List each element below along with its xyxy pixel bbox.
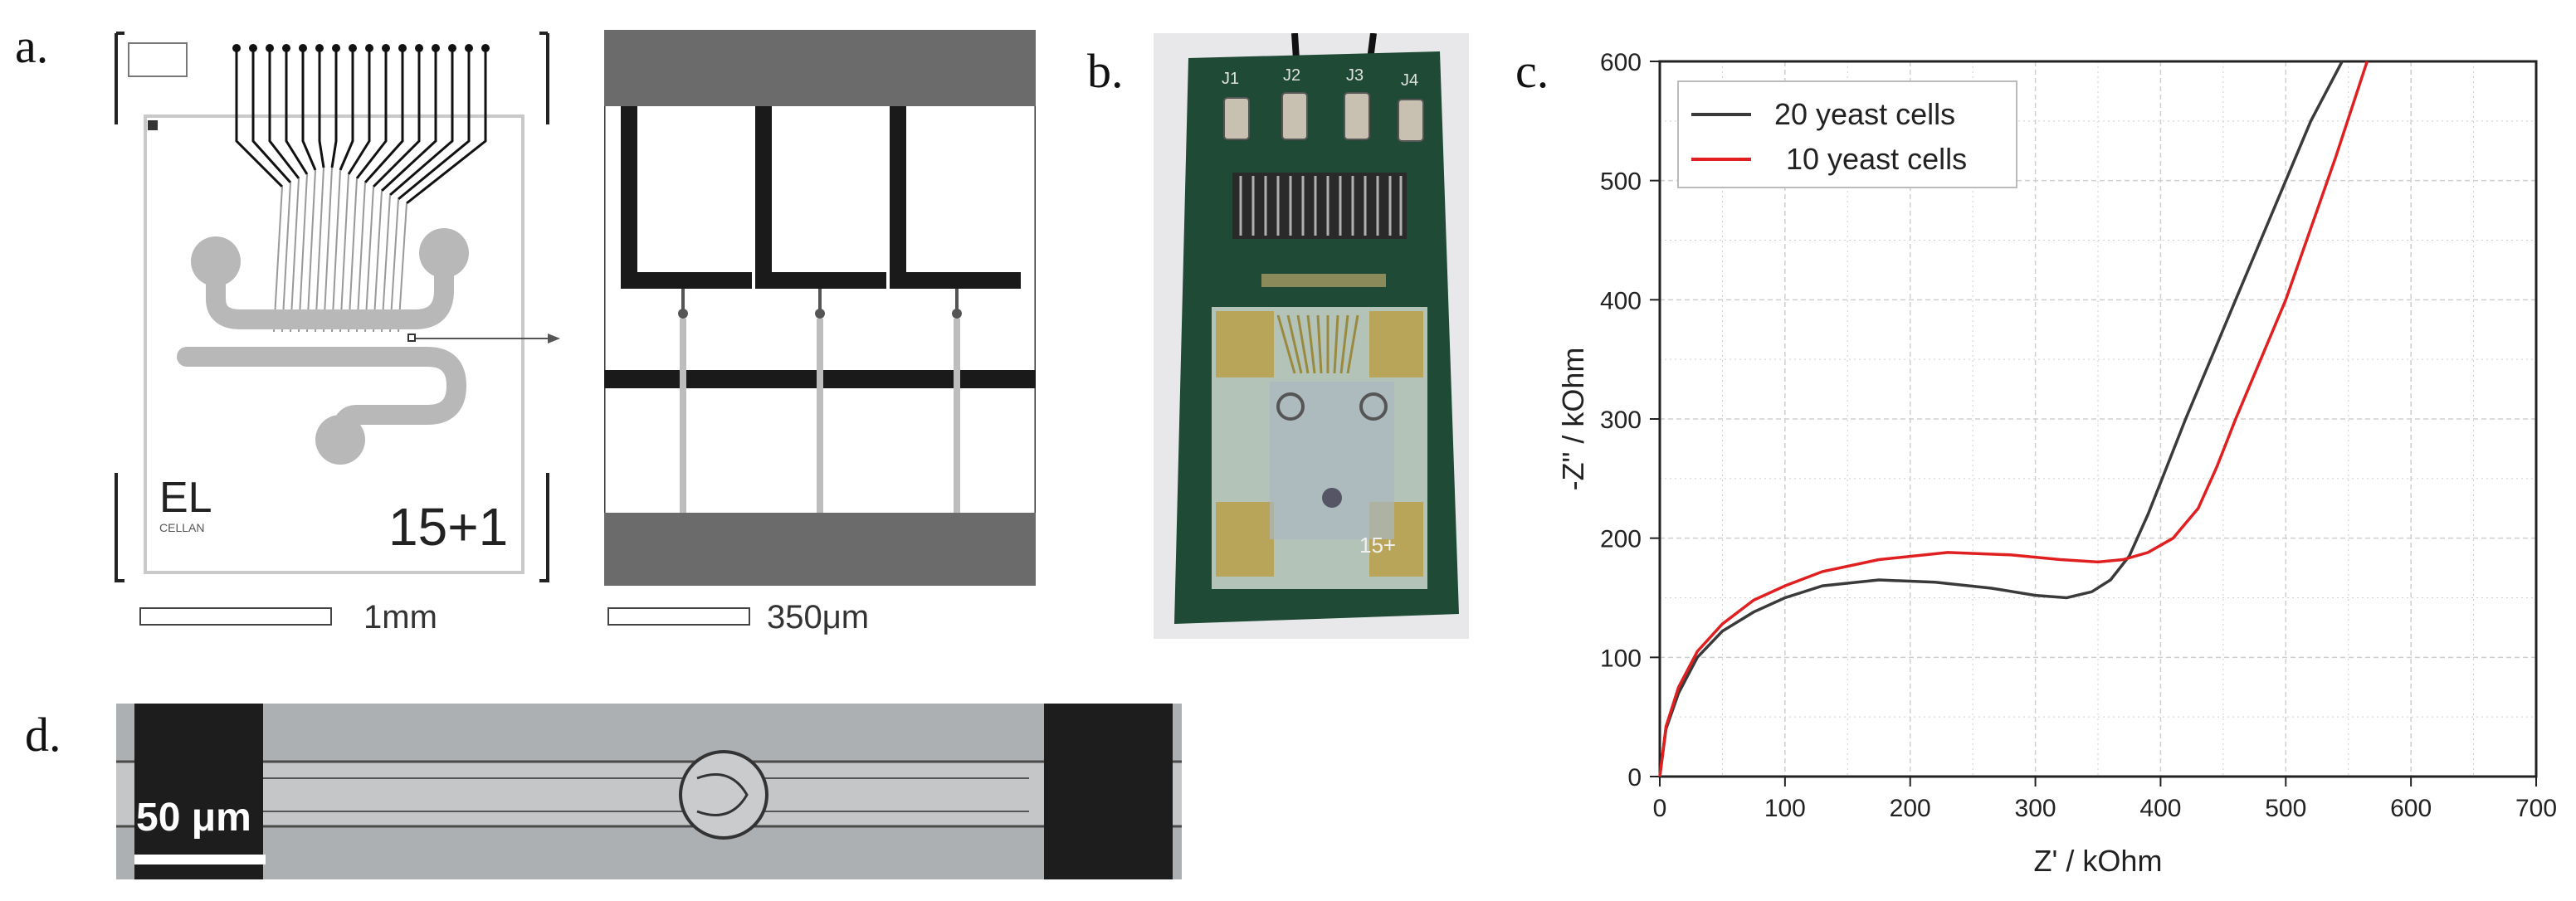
scale-label-1mm: 1mm: [363, 599, 437, 636]
x-tick-label: 100: [1764, 795, 1806, 822]
scale-bar-350um: [607, 607, 750, 626]
y-axis-title: -Z" / kOhm: [1556, 348, 1590, 491]
legend-box: [1677, 80, 2017, 188]
chip-label: EL: [159, 474, 212, 522]
series-line-10-yeast-cells: [1658, 61, 2369, 777]
x-tick-label: 400: [2139, 795, 2181, 822]
x-tick-label: 200: [1890, 795, 1931, 822]
panel-c-letter: c.: [1515, 44, 1549, 98]
x-tick-label: 300: [2015, 795, 2056, 822]
y-tick-label: 500: [1600, 168, 1642, 196]
chart-legend: 20 yeast cells 10 yeast cells: [1677, 80, 2017, 188]
chart-ticks: 0 100 200 300 400 500 600 700 0 100 200 300 400 500 60…: [1600, 49, 2557, 822]
connector-label-j2: J2: [1283, 66, 1301, 85]
pcb-photo: J1 J2 J3 J4 15+: [1154, 33, 1469, 639]
y-tick-label: 300: [1600, 407, 1642, 434]
legend-label-10-yeast-cells: 10 yeast cells: [1786, 142, 1967, 176]
connector-label-j4: J4: [1401, 71, 1419, 90]
panel-a-chip-layout: [115, 32, 560, 582]
panel-a-zoom-view: [604, 30, 1036, 586]
x-axis-title: Z' / kOhm: [2034, 844, 2163, 878]
microscope-image: 50 μm: [116, 704, 1182, 879]
panel-a-letter: a.: [15, 19, 49, 73]
scale-label-50um: 50 μm: [136, 796, 251, 840]
chart-series: [1658, 61, 2369, 777]
impedance-chart: 0 100 200 300 400 500 600 700 0 100 200 300 400 500 60…: [1556, 49, 2557, 878]
scale-label-350um: 350μm: [767, 599, 870, 636]
y-tick-label: 400: [1600, 287, 1642, 314]
microchannel-image: [116, 704, 1182, 879]
pcb-board: [1174, 33, 1459, 624]
panel-b-letter: b.: [1087, 44, 1124, 98]
x-tick-label: 700: [2515, 795, 2557, 822]
board-mark: 15+: [1359, 533, 1397, 558]
y-tick-label: 0: [1627, 764, 1642, 791]
scale-bar-1mm: [139, 607, 332, 626]
series-line-20-yeast-cells: [1658, 61, 2344, 777]
legend-label-20-yeast-cells: 20 yeast cells: [1774, 97, 1955, 131]
y-tick-label: 600: [1600, 49, 1642, 76]
connector-label-j3: J3: [1346, 66, 1364, 85]
x-tick-label: 600: [2390, 795, 2432, 822]
panel-d-letter: d.: [25, 708, 61, 762]
chip-sublabel: CELLAN: [159, 521, 205, 534]
chip-number: 15+1: [388, 497, 509, 557]
x-tick-label: 500: [2265, 795, 2306, 822]
connector-label-j1: J1: [1222, 70, 1240, 88]
y-tick-label: 100: [1600, 645, 1642, 672]
x-tick-label: 0: [1653, 795, 1667, 822]
y-tick-label: 200: [1600, 526, 1642, 553]
